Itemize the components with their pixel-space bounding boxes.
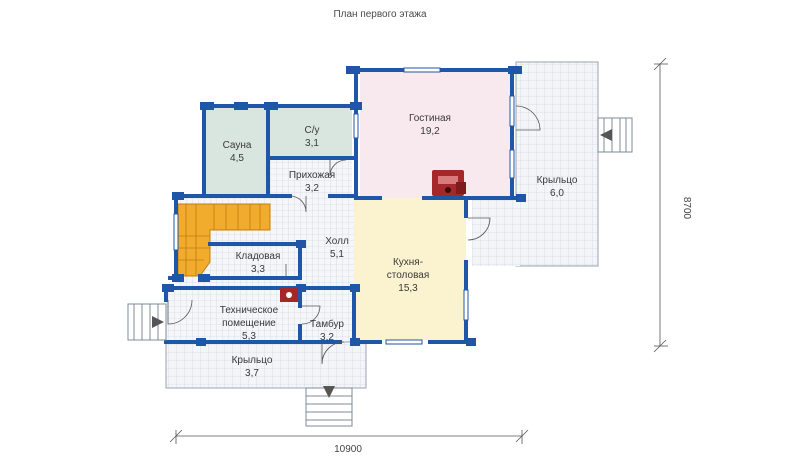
room-area-porch-bottom: 3,7: [245, 368, 259, 379]
room-name-sauna: Сауна: [223, 140, 252, 151]
room-area-wc: 3,1: [305, 138, 319, 149]
room-area-sauna: 4,5: [230, 153, 244, 164]
room-name-tech-1: Техническое: [220, 305, 279, 316]
porch-steps-bottom: [305, 387, 353, 427]
room-name-porch-right: Крыльцо: [537, 175, 578, 186]
room-area-vestibule: 3,2: [320, 332, 334, 343]
room-area-porch-right: 6,0: [550, 188, 564, 199]
room-area-hallway: 3,2: [305, 183, 319, 194]
room-area-living: 19,2: [420, 126, 440, 137]
entry-arrow-icon: [152, 129, 612, 398]
plan-title: План первого этажа: [333, 9, 427, 20]
room-area-tech: 5,3: [242, 331, 256, 342]
dimension-depth: [653, 57, 668, 353]
room-name-tech-2: помещение: [222, 318, 276, 329]
room-name-hallway: Прихожая: [289, 170, 335, 181]
room-name-vestibule: Тамбур: [310, 318, 344, 330]
room-name-hall: Холл: [325, 236, 349, 247]
wall-joints: [162, 66, 526, 346]
wc-fill: [270, 108, 352, 158]
room-area-storage: 3,3: [251, 264, 265, 275]
room-name-wc: С/у: [305, 125, 320, 136]
dimension-depth-label: 8700: [681, 197, 692, 220]
tech-room-fill: [166, 290, 300, 342]
room-name-porch-bottom: Крыльцо: [232, 355, 273, 366]
porch-right-fill: [515, 61, 599, 267]
room-area-hall: 5,1: [330, 249, 344, 260]
room-name-storage: Кладовая: [236, 251, 281, 262]
room-name-kitchen-1: Кухня-: [393, 257, 423, 268]
room-name-living: Гостиная: [409, 113, 451, 124]
stove-icon: [432, 170, 466, 196]
kitchen-fill: [354, 198, 466, 340]
boiler-icon: [280, 288, 298, 302]
dimension-width: [169, 429, 529, 444]
doors: [167, 105, 541, 365]
room-area-kitchen: 15,3: [398, 283, 418, 294]
dimension-width-label: 10900: [334, 444, 362, 455]
hallway-fill: [270, 160, 352, 198]
windows: [173, 67, 515, 345]
sauna-fill: [206, 108, 266, 194]
room-name-kitchen-2: столовая: [387, 270, 430, 281]
porch-right-lower-fill: [472, 196, 520, 266]
vestibule-fill: [300, 290, 354, 342]
